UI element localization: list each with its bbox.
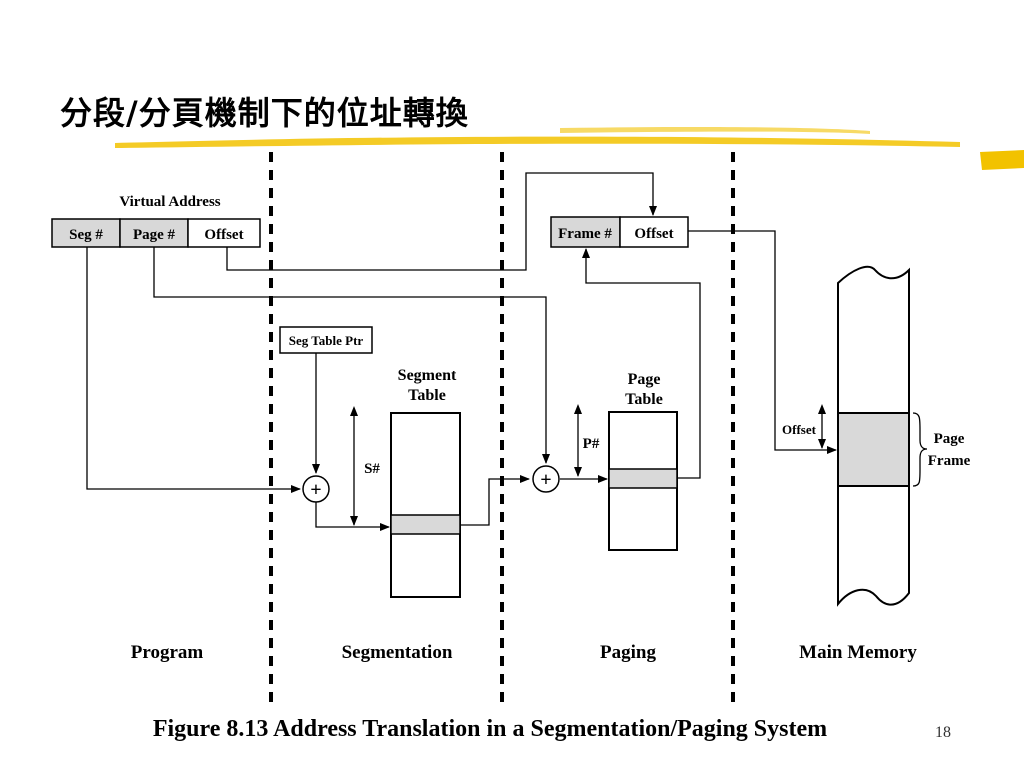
page-table-entry	[608, 468, 678, 489]
s-hash-label: S#	[364, 461, 380, 477]
page-table-label-line2: Table	[625, 391, 663, 408]
page-adder	[532, 465, 560, 493]
main-memory	[837, 265, 910, 607]
connectors	[86, 172, 928, 531]
physical-offset-field	[619, 216, 689, 248]
segment-table-label-line2: Table	[408, 387, 446, 404]
section-label-segmentation: Segmentation	[342, 642, 453, 663]
section-label-program: Program	[131, 642, 204, 663]
virtual-address-label: Virtual Address	[119, 194, 220, 210]
page-frame-label-line1: Page	[934, 431, 965, 447]
page-frame-label-line2: Frame	[928, 453, 971, 469]
offset-field	[187, 218, 261, 248]
frame-field-label: Frame #	[558, 226, 612, 242]
virtual-address-register: Seg # Page # Offset	[51, 218, 261, 248]
slide-title: 分段/分頁機制下的位址轉換	[60, 94, 469, 132]
page-number: 18	[935, 724, 951, 741]
section-label-main-memory: Main Memory	[799, 642, 917, 663]
section-dividers	[269, 152, 735, 706]
page-adder-symbol: +	[540, 469, 551, 491]
offset-field-label: Offset	[204, 227, 243, 243]
segment-table	[390, 412, 461, 598]
segment-table-entry	[390, 514, 461, 535]
memory-offset-label: Offset	[782, 422, 817, 437]
seg-field-label: Seg #	[69, 227, 103, 243]
seg-table-ptr-box	[279, 326, 373, 354]
seg-table-ptr-label: Seg Table Ptr	[289, 333, 364, 348]
section-label-paging: Paging	[600, 642, 656, 663]
segment-table-label-line1: Segment	[398, 367, 457, 384]
title-underline-stroke	[115, 127, 1024, 170]
main-memory-page-frame	[837, 412, 910, 487]
physical-address-register: Frame # Offset	[550, 216, 689, 248]
figure-caption: Figure 8.13 Address Translation in a Seg…	[152, 716, 828, 742]
page-field-label: Page #	[133, 227, 176, 243]
page-table-label-line1: Page	[628, 371, 661, 388]
segment-adder-symbol: +	[310, 479, 321, 501]
p-hash-label: P#	[583, 436, 600, 452]
physical-offset-label: Offset	[634, 226, 673, 242]
